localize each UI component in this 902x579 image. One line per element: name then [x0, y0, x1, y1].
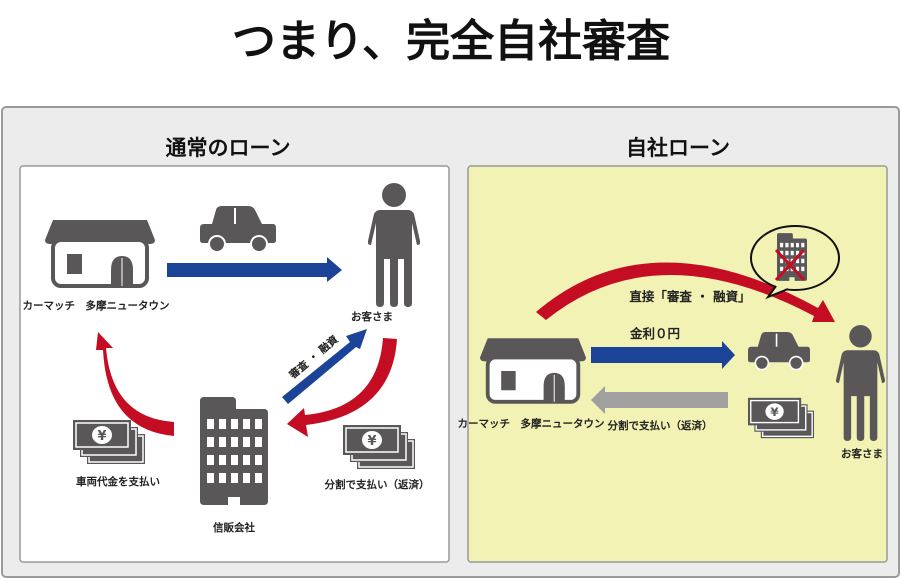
vehicle-payment-arrow: [96, 332, 174, 436]
vehicle-payment-label: 車両代金を支払い: [76, 475, 160, 488]
no-credit-company-bubble: [750, 225, 840, 300]
dealer-shop-icon: [45, 218, 155, 288]
delivery-arrow: [591, 341, 735, 369]
installment-label: 分割で支払い（返済）: [608, 419, 713, 432]
direct-financing-arrow: [536, 262, 835, 322]
credit-company-label: 信販会社: [213, 521, 255, 534]
dealer-label: カーマッチ 多摩ニュータウン: [23, 299, 170, 312]
dealer-shop-icon: [480, 336, 586, 404]
repayment-arrow: [287, 338, 397, 437]
installment-label: 分割で支払い（返済）: [325, 478, 430, 491]
delivery-arrow: [167, 257, 342, 282]
page-title: つまり、完全自社審査: [232, 16, 670, 67]
customer-label: お客さま: [841, 447, 883, 460]
credit-company-building-icon: [200, 397, 268, 505]
right-heading: 自社ローン: [626, 135, 730, 160]
interest-label: 金利０円: [629, 326, 680, 341]
direct-label: 直接「審査 ・ 融資」: [629, 289, 750, 304]
screening-arrow: [282, 329, 367, 404]
dealer-label: カーマッチ 多摩ニュータウン: [458, 417, 605, 430]
cross-icon: [774, 248, 806, 282]
customer-label: お客さま: [351, 310, 393, 323]
left-heading: 通常のローン: [166, 135, 291, 160]
repayment-arrow: [591, 386, 728, 414]
